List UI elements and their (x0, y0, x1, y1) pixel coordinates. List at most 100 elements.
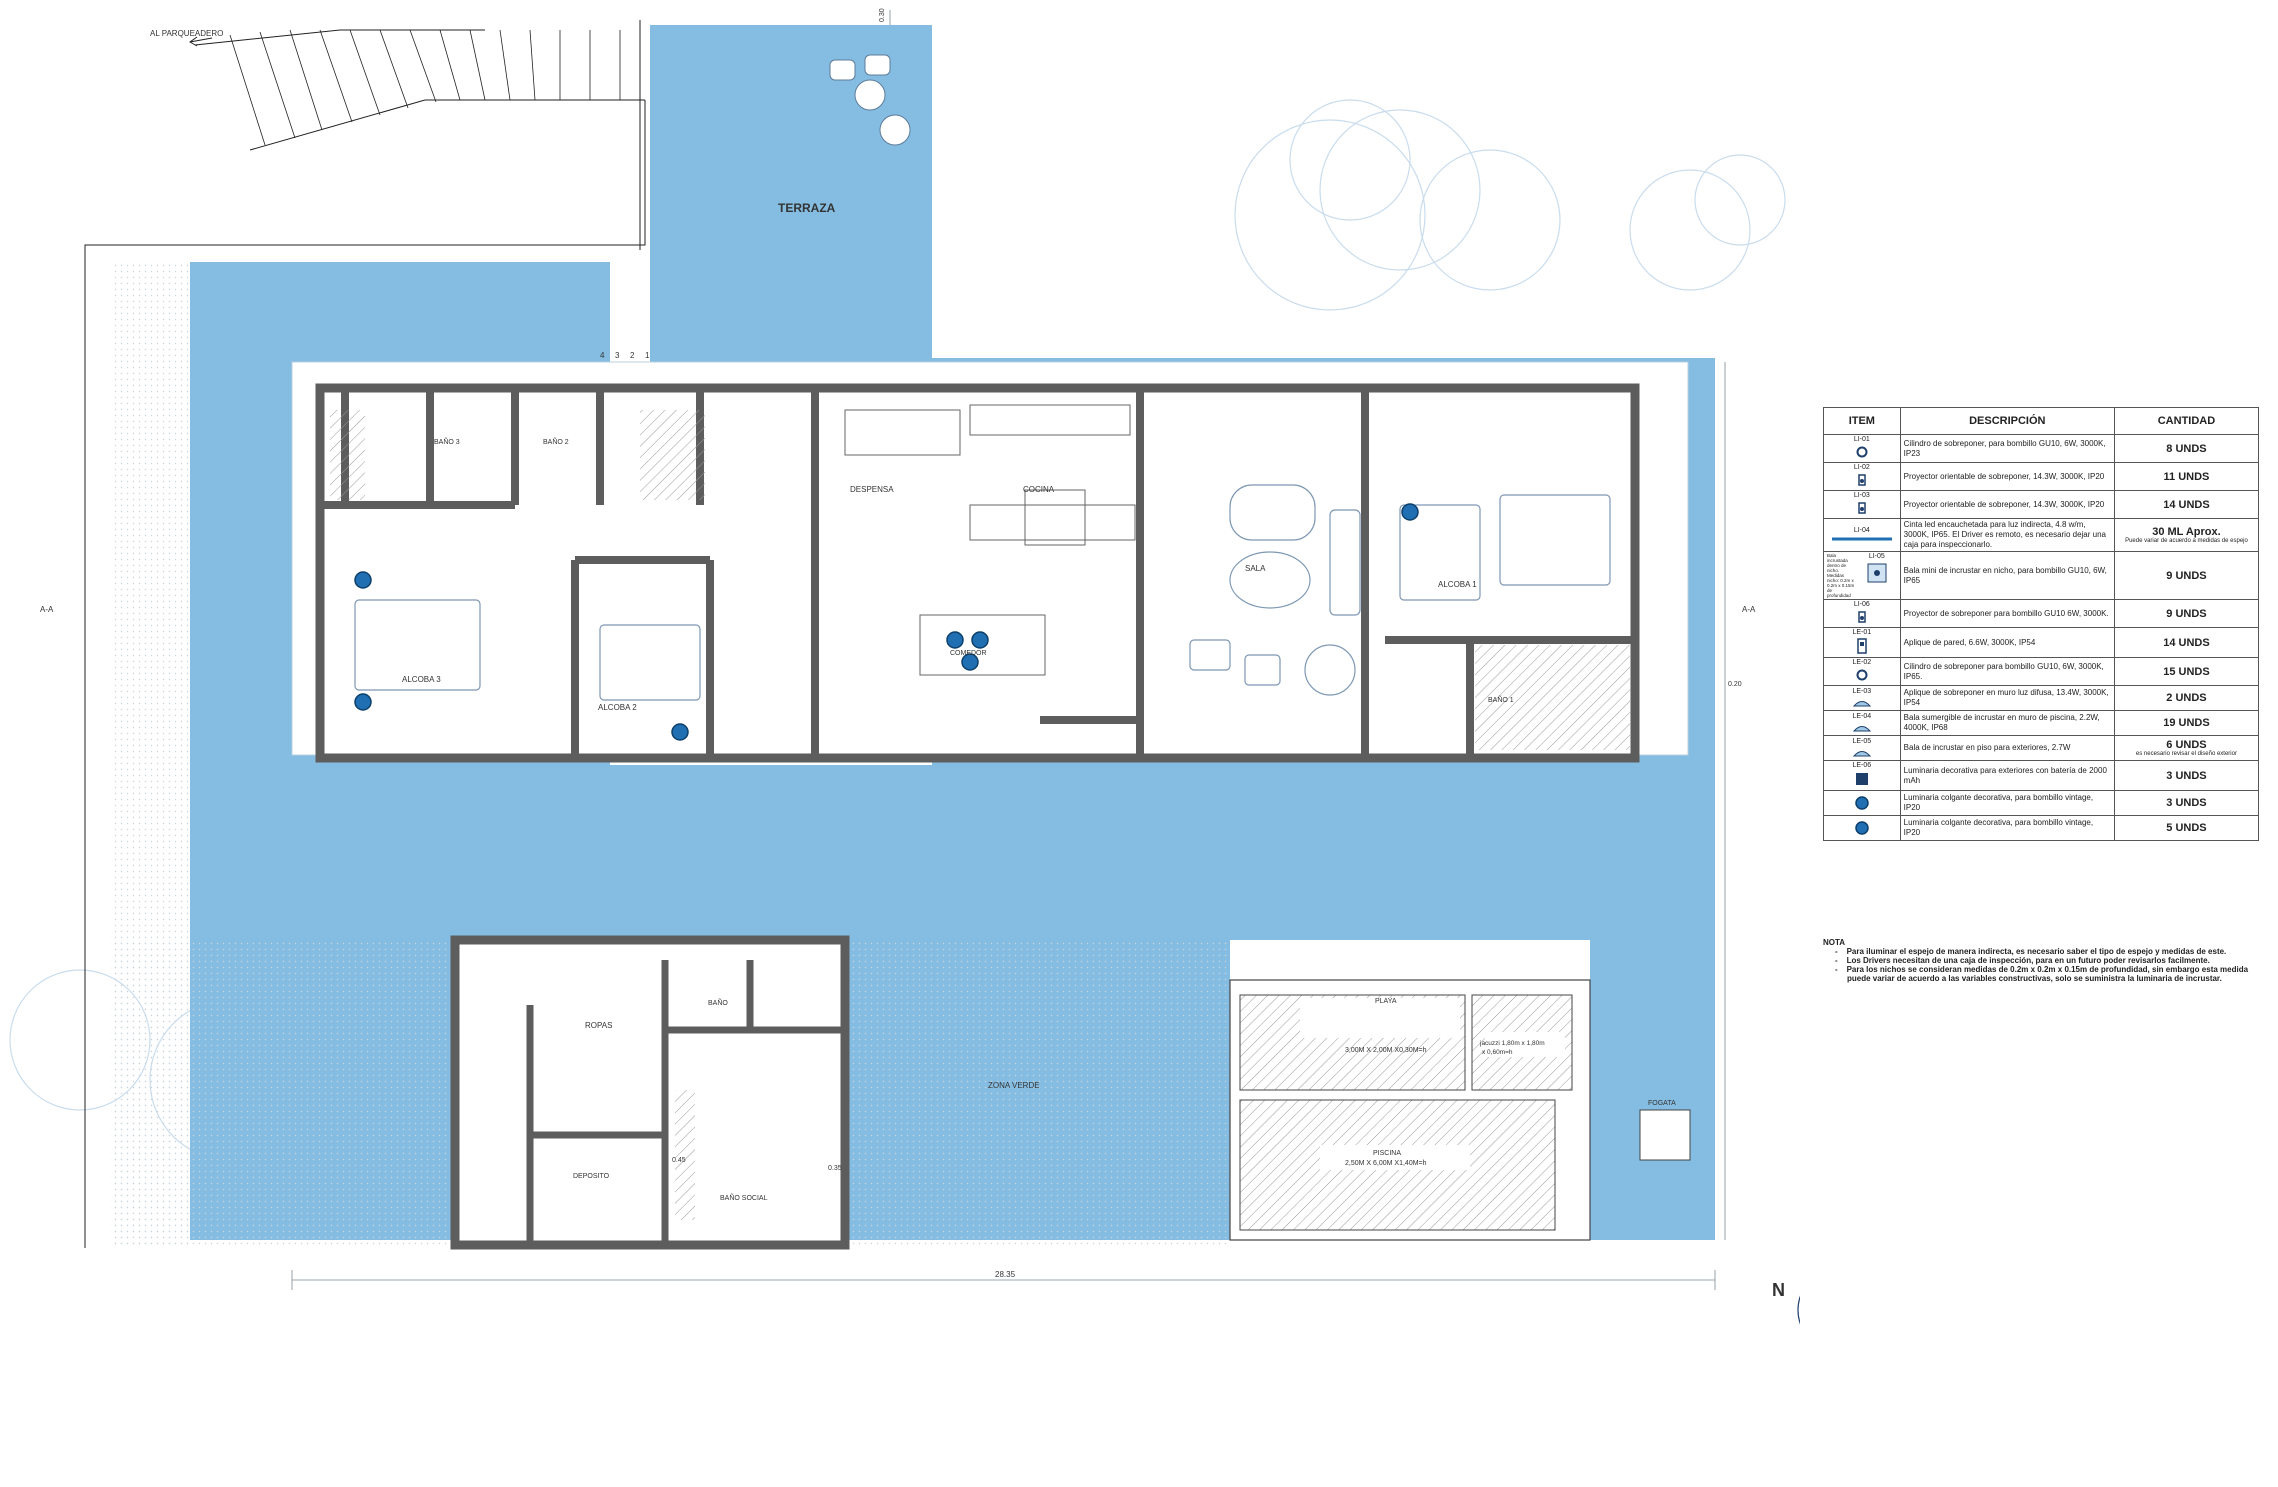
ground-left (110, 940, 450, 1245)
legend-item-cell (1823, 815, 1901, 841)
legend-row: LE-03 Aplique de sobreponer en muro luz d… (1823, 685, 2260, 711)
legend-quantity-cell: 11 UNDS (2113, 462, 2260, 491)
projector-icon (1855, 610, 1869, 626)
legend-description: Aplique de sobreponer en muro luz difusa… (1899, 685, 2115, 711)
bano2-label: BAÑO 2 (543, 437, 569, 446)
legend-quantity: 15 UNDS (2163, 665, 2210, 678)
terraza-label: TERRAZA (778, 201, 836, 215)
projector-icon (1855, 473, 1869, 489)
playa-dim: 3,00M X 2,00M X0,30M=h (1345, 1047, 1427, 1054)
zona-verde-area (850, 940, 1230, 1245)
legend-item-cell: LE-06 (1823, 760, 1901, 791)
legend-item-cell: LE-05 (1823, 735, 1901, 761)
legend-quantity: 14 UNDS (2163, 636, 2210, 649)
legend-code: LE-06 (1852, 762, 1872, 769)
legend-description: Cilindro de sobreponer, para bombillo GU… (1899, 434, 2115, 463)
legend-row: Bala incrustada dentro de nicho. Medidas… (1823, 551, 2260, 600)
fogata-label: FOGATA (1648, 1100, 1676, 1107)
legend-item-cell: LI-01 (1823, 434, 1901, 463)
sala-label: SALA (1245, 564, 1266, 573)
comedor-label: COMEDOR (950, 650, 987, 657)
bano-label: BAÑO (708, 998, 728, 1007)
legend-quantity: 9 UNDS (2166, 569, 2207, 582)
floor-plan: AL PARQUEADERO (9, 8, 1800, 1325)
legend-header-item: ITEM (1823, 407, 1901, 435)
legend-description: Cinta led encauchetada para luz indirect… (1899, 518, 2115, 552)
service-block (450, 935, 850, 1250)
note-item: - Para los nichos se consideran medidas … (1835, 965, 2249, 983)
entrance-stairs (84, 20, 646, 1248)
legend-description: Proyector de sobreponer para bombillo GU… (1899, 599, 2115, 628)
legend-description: Luminaria colgante decorativa, para bomb… (1899, 790, 2115, 816)
legend-header-row: ITEM DESCRIPCIÓN CANTIDAD (1823, 407, 2260, 435)
legend-code: LI-05 (1868, 553, 1885, 560)
legend-quantity-cell: 3 UNDS (2113, 760, 2260, 791)
legend-description: Luminaria decorativa para exteriores con… (1899, 760, 2115, 791)
legend-quantity: 30 ML Aprox. (2152, 525, 2221, 538)
bano3-label: BAÑO 3 (434, 437, 460, 446)
playa-label: PLAYA (1375, 998, 1397, 1005)
jacuzzi-h: x 0,60m=h (1482, 1049, 1513, 1056)
zona-verde-label: ZONA VERDE (988, 1081, 1040, 1090)
lantern-icon (1854, 771, 1870, 789)
dome-icon (1852, 722, 1872, 734)
stair-step-1: 4 (600, 351, 605, 360)
legend-item-cell: LI-04 (1823, 518, 1901, 552)
north-label: N (1772, 1280, 1785, 1300)
legend-quantity: 9 UNDS (2166, 607, 2207, 620)
ring-icon (1855, 445, 1869, 461)
fogata-block (1639, 1109, 1691, 1161)
legend-quantity-cell: 15 UNDS (2113, 657, 2260, 686)
legend-quantity: 6 UNDS (2166, 738, 2207, 751)
projector-icon (1855, 501, 1869, 517)
legend-quantity-cell: 30 ML Aprox.Puede variar de acuerdo a me… (2113, 518, 2260, 552)
legend-code: LI-03 (1853, 492, 1870, 499)
legend-quantity-cell: 19 UNDS (2113, 710, 2260, 736)
legend-quantity: 2 UNDS (2166, 692, 2207, 704)
niche-icon (1866, 562, 1888, 586)
legend-description: Bala sumergible de incrustar en muro de … (1899, 710, 2115, 736)
note-text: Para los nichos se consideran medidas de… (1846, 965, 2249, 983)
legend-code: LE-03 (1852, 687, 1872, 695)
jacuzzi-label: jacuzzi 1,80m x 1,80m (1479, 1040, 1545, 1047)
pendant-lights (354, 503, 1419, 741)
legend-quantity-note: Puede variar de acuerdo a medidas de esp… (2125, 537, 2248, 544)
legend-item-cell: LI-02 (1823, 462, 1901, 491)
legend-row: LI-01 Cilindro de sobreponer, para bombil… (1823, 434, 2260, 463)
alcoba3-label: ALCOBA 3 (402, 675, 441, 684)
pendant-icon (1854, 820, 1870, 838)
ring-icon (1855, 668, 1869, 684)
legend-code: LI-01 (1853, 436, 1870, 443)
dimension-lines (291, 10, 1726, 1290)
legend-quantity: 11 UNDS (2163, 470, 2210, 483)
legend-code: LE-04 (1852, 712, 1872, 720)
dim-045: 0.45 (672, 1157, 686, 1164)
compass (1797, 1295, 1800, 1325)
legend-item-cell: LE-04 (1823, 710, 1901, 736)
piscina-dim: 2,50M X 6,00M X1,40M=h (1345, 1160, 1427, 1167)
alcoba2-label: ALCOBA 2 (598, 703, 637, 712)
wall-lamp-icon (1856, 638, 1868, 656)
legend-body: LI-01 Cilindro de sobreponer, para bombil… (1823, 434, 2260, 841)
stair-step-2: 3 (615, 351, 620, 360)
pendant-icon (1854, 795, 1870, 813)
legend-description: Cilindro de sobreponer para bombillo GU1… (1899, 657, 2115, 686)
legend-description: Bala de incrustar en piso para exteriore… (1899, 735, 2115, 761)
dim-top: 0.30 (879, 8, 886, 22)
legend-quantity: 8 UNDS (2166, 442, 2207, 455)
legend-quantity-cell: 9 UNDS (2113, 599, 2260, 628)
section-a-right: A-A (1742, 605, 1756, 614)
dim-035: 0.35 (828, 1165, 842, 1172)
legend-quantity-cell: 3 UNDS (2113, 790, 2260, 816)
legend-row: Luminaria colgante decorativa, para bomb… (1823, 790, 2260, 816)
legend-code: LE-01 (1852, 629, 1872, 636)
legend-quantity: 14 UNDS (2163, 498, 2210, 511)
legend-description: Bala mini de incrustar en nicho, para bo… (1899, 551, 2115, 600)
stair-step-3: 2 (630, 351, 635, 360)
